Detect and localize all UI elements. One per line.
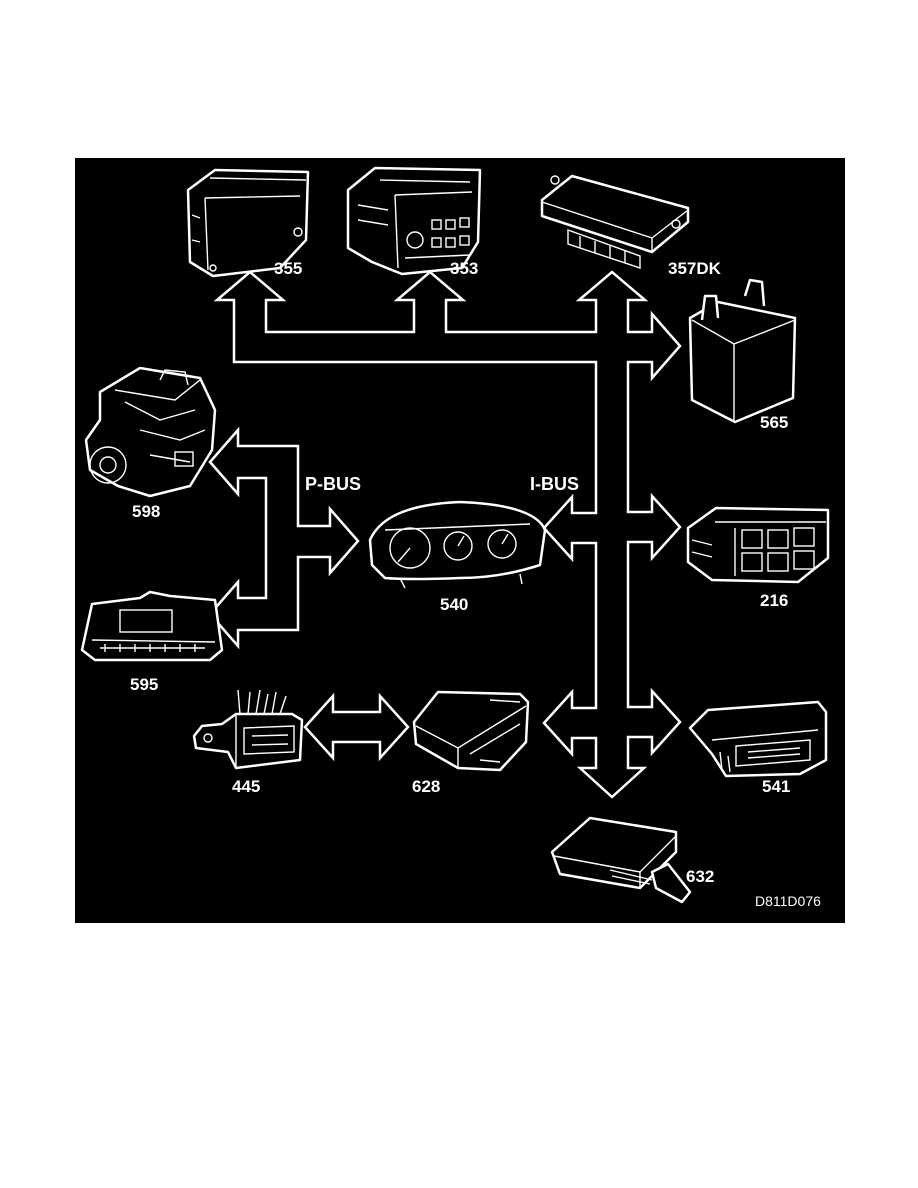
- label-445: 445: [232, 777, 260, 796]
- label-353: 353: [450, 259, 478, 278]
- module-598: [84, 366, 217, 498]
- i-bus-label: I-BUS: [530, 474, 579, 494]
- label-565: 565: [760, 413, 788, 432]
- label-598: 598: [132, 502, 160, 521]
- bus-arrows: [208, 270, 682, 799]
- arrow-to-355: [213, 270, 682, 799]
- label-541: 541: [762, 777, 790, 796]
- component-labels: 355 353 357DK 565 598 540 216 595 445 62…: [130, 259, 790, 886]
- module-540: [368, 500, 547, 589]
- module-595: [80, 590, 224, 662]
- label-540: 540: [440, 595, 468, 614]
- module-216: [686, 506, 830, 584]
- label-357dk: 357DK: [668, 259, 722, 278]
- p-bus-label: P-BUS: [305, 474, 361, 494]
- label-628: 628: [412, 777, 440, 796]
- arrow-445-628: [303, 692, 410, 762]
- module-353: [346, 166, 482, 276]
- module-357dk: [540, 174, 690, 269]
- module-541: [688, 700, 828, 778]
- module-355: [186, 168, 310, 278]
- module-445: [192, 689, 304, 770]
- p-bus-arrows: [208, 426, 360, 650]
- label-632: 632: [686, 867, 714, 886]
- module-565: [688, 278, 797, 424]
- label-216: 216: [760, 591, 788, 610]
- drawing-code: D811D076: [755, 893, 821, 909]
- module-632: [550, 816, 692, 904]
- label-355: 355: [274, 259, 302, 278]
- label-595: 595: [130, 675, 158, 694]
- module-628: [412, 690, 530, 772]
